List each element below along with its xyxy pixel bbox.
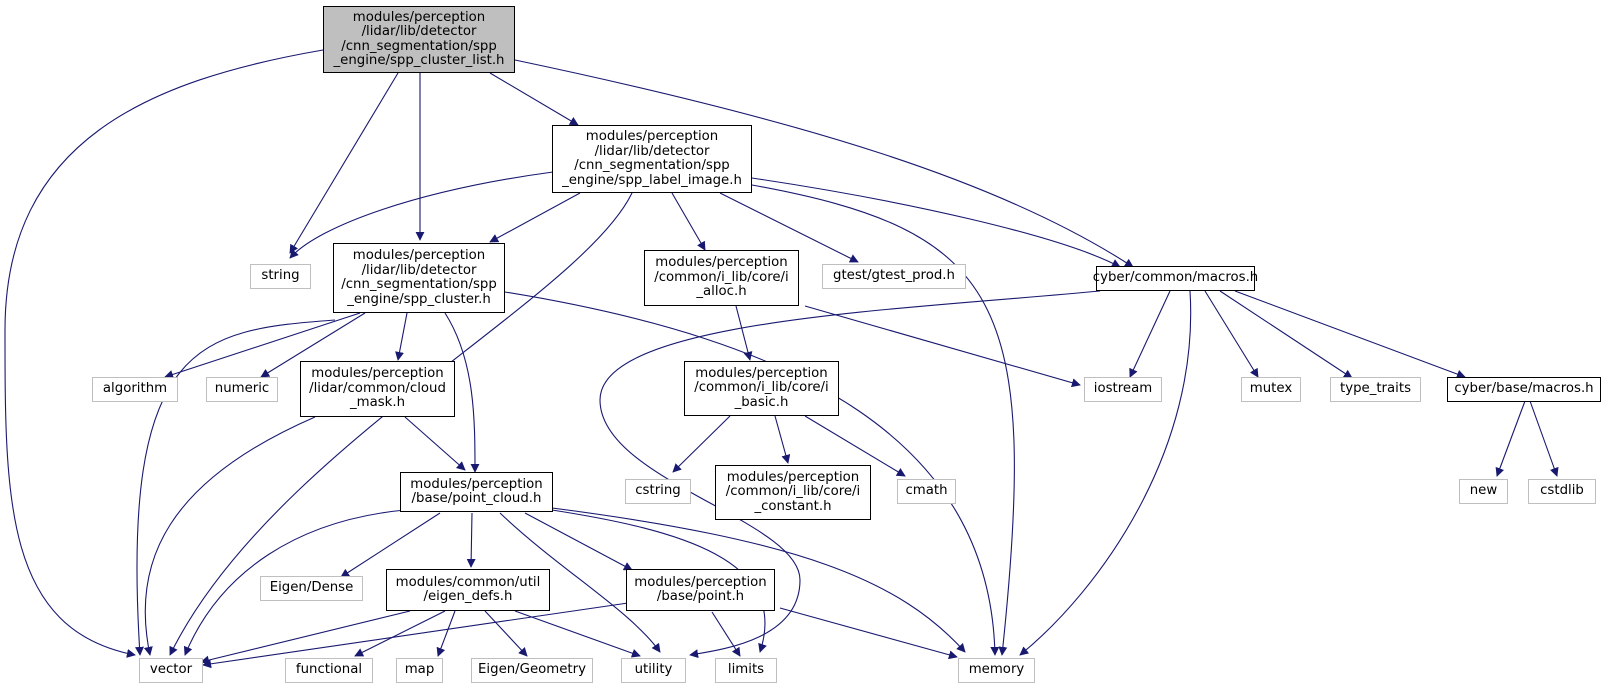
node-type-traits[interactable]: type_traits xyxy=(1330,377,1421,402)
node-eigen-dense[interactable]: Eigen/Dense xyxy=(260,576,363,601)
edge-pc-point xyxy=(524,512,633,571)
edge-pc-utility xyxy=(499,512,661,653)
edge-pc-eigen_dense xyxy=(340,512,441,578)
node-cstring[interactable]: cstring xyxy=(625,479,691,504)
edge-cyber-iostream xyxy=(1129,290,1171,378)
edge-alloc-i_basic xyxy=(735,305,753,361)
edge-ed-functional xyxy=(354,610,446,657)
node-memory[interactable]: memory xyxy=(958,658,1035,683)
node-utility[interactable]: utility xyxy=(621,658,686,683)
node-i-basic[interactable]: modules/perception /common/i_lib/core/i … xyxy=(684,361,839,416)
edge-root-spp_label_image xyxy=(489,72,579,126)
node-root-spp-cluster-list[interactable]: modules/perception /lidar/lib/detector /… xyxy=(323,6,515,73)
edge-cyber-memory xyxy=(1019,290,1192,656)
edge-mask-vector xyxy=(143,416,316,656)
node-gtest-prod[interactable]: gtest/gtest_prod.h xyxy=(822,264,966,289)
node-point-cloud[interactable]: modules/perception /base/point_cloud.h xyxy=(400,472,553,512)
edge-alloc-iostream xyxy=(804,305,1081,388)
edge-ed-utility xyxy=(514,610,641,658)
edge-label-spp_cluster xyxy=(489,192,581,243)
node-mutex[interactable]: mutex xyxy=(1241,377,1301,402)
edge-basic-i_constant xyxy=(774,415,791,464)
edge-point-limits xyxy=(711,611,741,657)
node-eigen-defs[interactable]: modules/common/util /eigen_defs.h xyxy=(386,569,550,611)
edge-label-memory xyxy=(751,184,1015,656)
edge-pc-limits xyxy=(551,509,767,653)
edge-label-i_alloc xyxy=(671,192,706,251)
edge-cluster-numeric xyxy=(260,312,366,378)
node-iostream[interactable]: iostream xyxy=(1084,377,1162,402)
edge-pc-memory xyxy=(551,507,966,653)
edge-basic-cstring xyxy=(672,415,731,473)
edge-cluster-vector xyxy=(134,319,336,656)
edge-point-memory xyxy=(779,607,958,660)
node-spp-label-image[interactable]: modules/perception /lidar/lib/detector /… xyxy=(552,125,752,193)
edge-cyber-type_traits xyxy=(1219,290,1353,379)
node-functional[interactable]: functional xyxy=(285,658,373,683)
edge-base-new xyxy=(1495,400,1526,477)
edge-root-string xyxy=(289,72,399,254)
node-limits[interactable]: limits xyxy=(715,658,777,683)
node-vector[interactable]: vector xyxy=(139,658,203,683)
edge-label-cyber_macros xyxy=(751,177,1121,268)
edge-ed-vector xyxy=(200,610,411,665)
edge-base-cstdlib xyxy=(1529,400,1559,477)
edge-pc-vector xyxy=(183,509,406,656)
edge-root-vector xyxy=(4,49,324,658)
node-new[interactable]: new xyxy=(1459,479,1508,504)
node-i-alloc[interactable]: modules/perception /common/i_lib/core/i … xyxy=(644,250,799,306)
node-point[interactable]: modules/perception /base/point.h xyxy=(626,569,775,611)
node-cstdlib[interactable]: cstdlib xyxy=(1528,479,1596,504)
edge-ed-map xyxy=(436,610,456,657)
edge-cyber-utility xyxy=(599,290,1101,659)
edge-root-cyber_macros xyxy=(514,59,1134,268)
edge-point-vector xyxy=(202,602,629,669)
edge-cluster-cloud_mask xyxy=(395,312,408,361)
node-eigen-geometry[interactable]: Eigen/Geometry xyxy=(471,658,593,683)
node-map[interactable]: map xyxy=(396,658,443,683)
edge-ed-eigen_geometry xyxy=(484,610,528,657)
edge-cyber-base_macros xyxy=(1234,290,1466,379)
node-cmath[interactable]: cmath xyxy=(897,479,956,504)
node-spp-cluster[interactable]: modules/perception /lidar/lib/detector /… xyxy=(333,243,505,313)
node-algorithm[interactable]: algorithm xyxy=(92,377,178,402)
edge-basic-cmath xyxy=(804,415,906,477)
edge-label-gtest xyxy=(719,192,859,263)
edge-label-string xyxy=(289,171,554,259)
edge-cluster-algorithm xyxy=(164,312,361,379)
edge-cyber-mutex xyxy=(1204,290,1259,378)
node-cloud-mask[interactable]: modules/perception /lidar/common/cloud _… xyxy=(300,361,455,417)
edge-cluster-memory xyxy=(504,291,1000,656)
node-string[interactable]: string xyxy=(250,264,311,289)
node-cyber-base-macros[interactable]: cyber/base/macros.h xyxy=(1447,377,1601,402)
node-cyber-common-macros[interactable]: cyber/common/macros.h xyxy=(1093,266,1258,291)
edge-cluster-point_cloud xyxy=(444,312,480,473)
node-numeric[interactable]: numeric xyxy=(206,377,278,402)
edge-mask-point_cloud xyxy=(404,416,466,471)
node-i-constant[interactable]: modules/perception /common/i_lib/core/i … xyxy=(715,465,871,520)
edge-pc-eigen_defs xyxy=(466,512,476,568)
